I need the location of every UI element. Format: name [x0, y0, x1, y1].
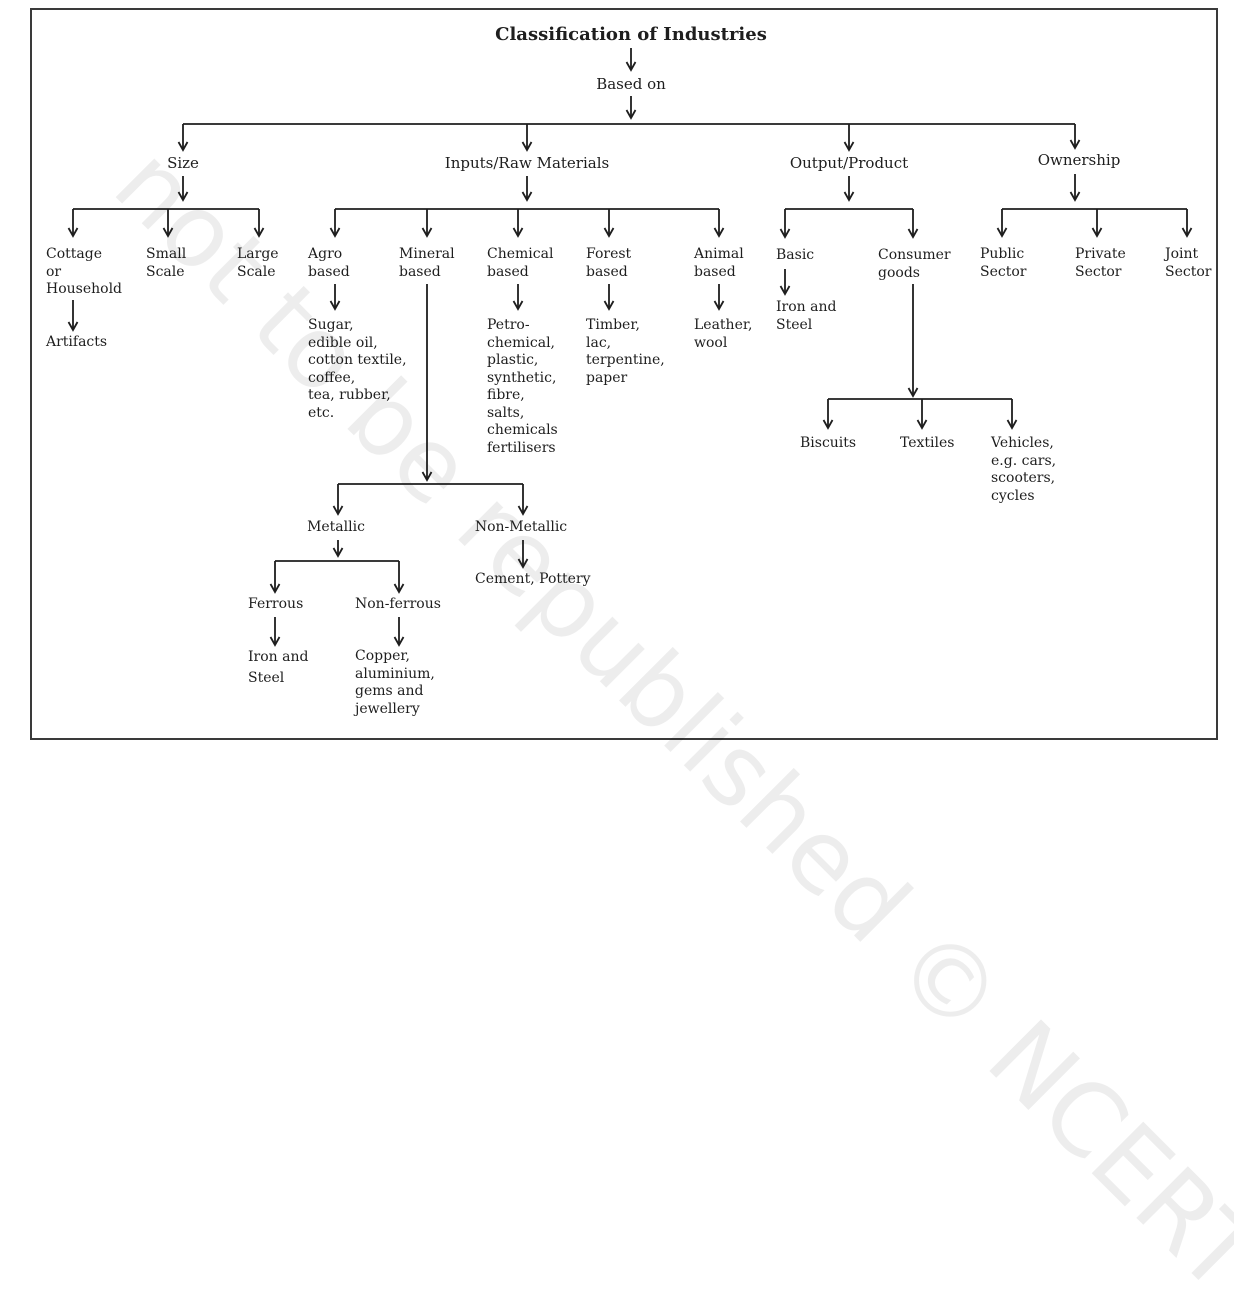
input-chemical: Chemical based: [487, 246, 554, 280]
arrow-head: [603, 227, 615, 238]
size-cottage: Cottage or Household: [46, 246, 123, 297]
diagram-frame: [30, 8, 1218, 740]
mineral-metallic: Metallic: [307, 519, 365, 535]
arrow-head: [521, 141, 533, 152]
arrow-head: [1091, 227, 1103, 238]
category-size: Size: [167, 154, 199, 172]
metallic-ferrous: Ferrous: [248, 596, 304, 612]
arrow-head: [1006, 419, 1018, 430]
arrow-head: [843, 141, 855, 152]
chemical-products: Petro- chemical, plastic, synthetic, fib…: [487, 317, 558, 456]
arrow-head: [713, 300, 725, 311]
arrow-head: [512, 300, 524, 311]
output-consumer: Consumer goods: [878, 247, 951, 281]
arrow-head: [512, 227, 524, 238]
arrow-head: [779, 228, 791, 239]
arrow-head: [269, 583, 281, 594]
arrow-head: [162, 227, 174, 238]
ferrous-products: Iron and Steel: [248, 649, 309, 686]
non-metallic-products: Cement, Pottery: [475, 571, 591, 587]
arrow-head: [713, 227, 725, 238]
ownership-joint: Joint Sector: [1165, 246, 1212, 280]
forest-products: Timber, lac, terpentine, paper: [586, 317, 665, 386]
arrow-head: [625, 109, 637, 120]
consumer-textiles: Textiles: [900, 435, 955, 451]
diagram-title: Classification of Industries: [495, 24, 767, 45]
arrow-head: [393, 583, 405, 594]
arrow-head: [332, 547, 344, 558]
input-forest: Forest based: [586, 246, 632, 280]
size-large: Large Scale: [237, 246, 279, 280]
arrow-head: [253, 227, 265, 238]
arrow-head: [177, 191, 189, 202]
arrow-head: [1069, 139, 1081, 150]
consumer-vehicles: Vehicles, e.g. cars, scooters, cycles: [991, 435, 1057, 504]
agro-products: Sugar, edible oil, cotton textile, coffe…: [308, 317, 407, 421]
arrow-head: [843, 191, 855, 202]
arrow-head: [393, 636, 405, 647]
arrow-head: [67, 321, 79, 332]
arrow-head: [269, 636, 281, 647]
non-ferrous-products: Copper, aluminium, gems and jewellery: [355, 648, 435, 717]
input-animal: Animal based: [694, 246, 744, 280]
size-small: Small Scale: [146, 246, 187, 280]
arrow-head: [517, 505, 529, 516]
arrow-head: [1069, 191, 1081, 202]
arrow-head: [916, 419, 928, 430]
arrow-head: [1181, 227, 1193, 238]
output-basic: Basic: [776, 247, 815, 263]
basic-products: Iron and Steel: [776, 299, 837, 333]
mineral-non-metallic: Non-Metallic: [474, 519, 568, 535]
ownership-public: Public Sector: [980, 246, 1027, 280]
size-artifacts: Artifacts: [46, 334, 108, 350]
arrow-head: [329, 227, 341, 238]
arrow-head: [177, 141, 189, 152]
ownership-private: Private Sector: [1075, 246, 1126, 280]
arrow-head: [907, 387, 919, 398]
arrow-head: [996, 227, 1008, 238]
arrow-head: [517, 558, 529, 569]
category-output: Output/Product: [789, 154, 909, 172]
arrow-head: [329, 300, 341, 311]
arrow-head: [907, 228, 919, 239]
arrow-head: [779, 285, 791, 296]
arrow-head: [521, 191, 533, 202]
animal-products: Leather, wool: [694, 317, 753, 351]
based-on-label: Based on: [596, 75, 666, 93]
arrow-head: [421, 227, 433, 238]
category-ownership: Ownership: [1037, 151, 1121, 169]
arrow-head: [603, 300, 615, 311]
arrow-head: [822, 419, 834, 430]
consumer-biscuits: Biscuits: [800, 435, 857, 451]
arrow-head: [421, 471, 433, 482]
metallic-non-ferrous: Non-ferrous: [355, 596, 441, 612]
input-agro: Agro based: [308, 246, 350, 280]
arrow-head: [332, 505, 344, 516]
arrow-head: [625, 61, 637, 72]
connector-lines: [67, 48, 1193, 647]
arrow-head: [67, 227, 79, 238]
input-mineral: Mineral based: [399, 246, 455, 280]
category-inputs: Inputs/Raw Materials: [444, 154, 610, 172]
